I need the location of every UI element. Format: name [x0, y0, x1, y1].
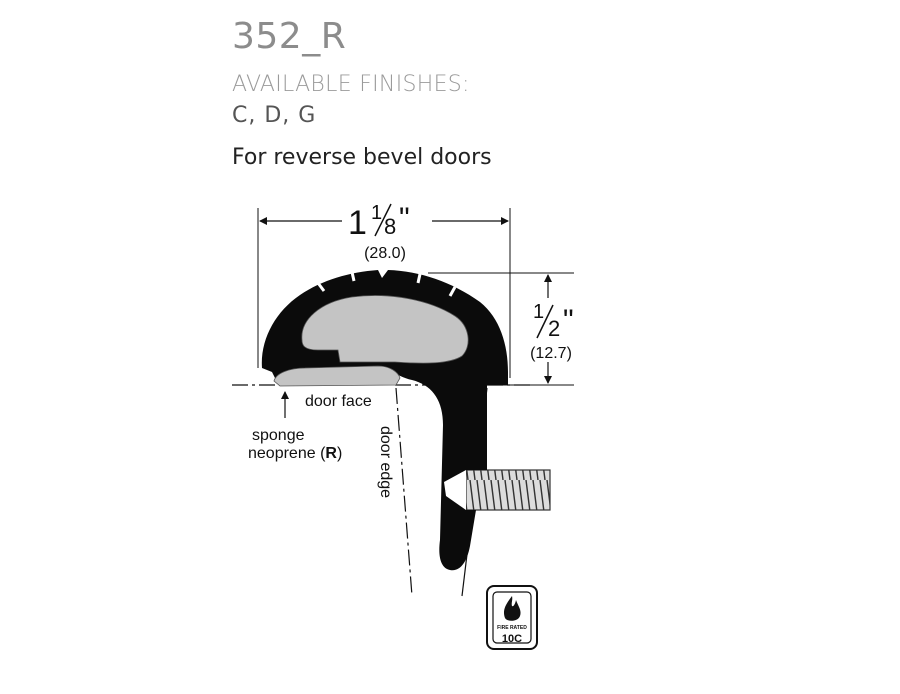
width-inch-mark: " — [399, 202, 410, 235]
width-metric: (28.0) — [364, 245, 406, 262]
sponge-strip — [273, 365, 401, 387]
sponge-label-line2: neoprene (R) — [248, 445, 342, 462]
fire-rated-text: FIRE RATED — [497, 625, 527, 631]
door-edge-line — [395, 387, 413, 597]
height-metric: (12.7) — [530, 345, 572, 362]
sponge-label-prefix: neoprene ( — [248, 445, 326, 462]
flame-icon — [503, 596, 521, 621]
fire-rating-badge: FIRE RATED 10C — [486, 585, 538, 650]
width-whole: 1 — [348, 204, 367, 242]
finishes-label: AVAILABLE FINISHES: — [232, 72, 470, 97]
door-face-label: door face — [305, 393, 372, 410]
door-edge-label: door edge — [377, 426, 394, 498]
sponge-code: R — [325, 445, 337, 462]
width-fraction-num: 1 — [371, 202, 382, 224]
model-title: 352_R — [232, 16, 347, 57]
screw — [465, 469, 551, 511]
width-dimension: 1 1 8 " (28.0) — [257, 202, 511, 378]
sponge-insert — [301, 295, 469, 364]
height-dimension: 1 2 " (12.7) — [428, 272, 574, 386]
finishes-value: C, D, G — [232, 103, 317, 128]
width-fraction-den: 8 — [384, 214, 396, 239]
height-fraction-num: 1 — [533, 301, 544, 323]
screw-recess — [444, 470, 466, 510]
sponge-label-line1: sponge — [252, 427, 305, 444]
description: For reverse bevel doors — [232, 145, 492, 170]
fire-rating-code: 10C — [502, 633, 522, 645]
sponge-label-suffix: ) — [337, 445, 342, 462]
height-fraction-den: 2 — [548, 316, 560, 341]
profile-notches — [316, 271, 457, 297]
height-inch-mark: " — [563, 304, 574, 337]
